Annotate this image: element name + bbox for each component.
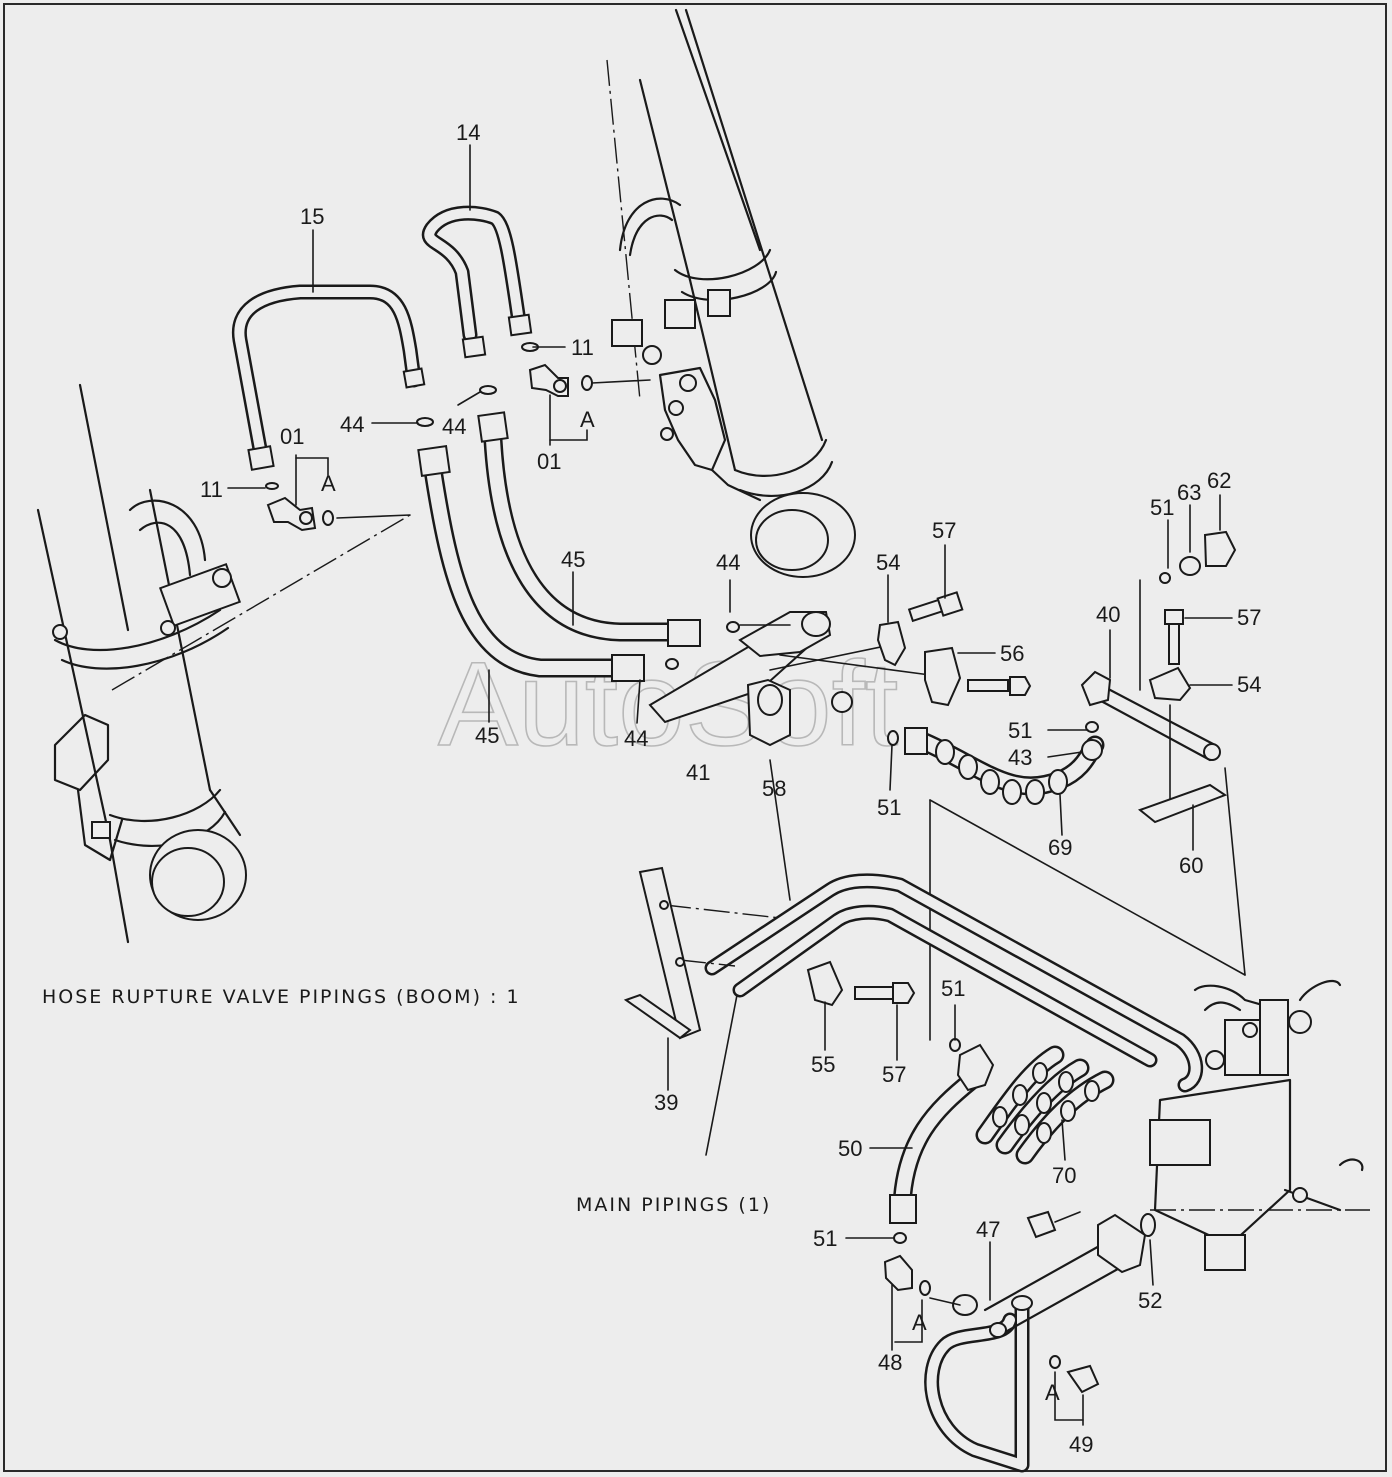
callout-60: 60 bbox=[1179, 853, 1203, 878]
callout-11: 11 bbox=[200, 477, 223, 502]
pipe-47-assembly bbox=[883, 1210, 1156, 1473]
callout-52: 52 bbox=[1138, 1288, 1162, 1313]
callout-51: 51 bbox=[1150, 495, 1174, 520]
callout-57: 57 bbox=[882, 1062, 906, 1087]
bracket-39 bbox=[623, 866, 702, 1040]
pipe-40-assembly bbox=[1080, 530, 1246, 976]
valve-block-41 bbox=[648, 611, 931, 901]
callout-57: 57 bbox=[1237, 605, 1261, 630]
callout-44: 44 bbox=[442, 414, 466, 439]
main-frame-pipes bbox=[664, 873, 1204, 1156]
pipe-14 bbox=[421, 205, 533, 359]
callout-11: 11 bbox=[571, 335, 594, 360]
leader-lines bbox=[227, 144, 1233, 1426]
callout-50: 50 bbox=[838, 1136, 862, 1161]
callout-51: 51 bbox=[877, 795, 901, 820]
callout-45: 45 bbox=[561, 547, 585, 572]
callout-a: A bbox=[912, 1310, 927, 1335]
fitting-01-left bbox=[265, 482, 334, 532]
callout-44: 44 bbox=[340, 412, 364, 437]
caption-hose-rupture-valve-pipings: HOSE RUPTURE VALVE PIPINGS (BOOM) : 1 bbox=[42, 986, 521, 1008]
callout-labels: 14 15 11 11 44 44 44 44 01 01 A A A A 45… bbox=[200, 120, 1261, 1457]
drawing-frame bbox=[3, 3, 1387, 1472]
callout-51: 51 bbox=[813, 1226, 837, 1251]
callout-70: 70 bbox=[1052, 1163, 1076, 1188]
callout-69: 69 bbox=[1048, 835, 1072, 860]
hose-45-pair bbox=[417, 411, 740, 682]
hose-69 bbox=[887, 727, 1246, 1041]
callout-45: 45 bbox=[475, 723, 499, 748]
hoses-70 bbox=[975, 1045, 1115, 1165]
callout-40: 40 bbox=[1096, 602, 1120, 627]
callout-48: 48 bbox=[878, 1350, 902, 1375]
callout-51: 51 bbox=[1008, 718, 1032, 743]
caption-main-pipings: MAIN PIPINGS (1) bbox=[576, 1194, 771, 1216]
callout-54: 54 bbox=[876, 550, 900, 575]
clamp-set-upper bbox=[876, 591, 1032, 707]
callout-47: 47 bbox=[976, 1217, 1000, 1242]
callout-01: 01 bbox=[280, 424, 304, 449]
callout-58: 58 bbox=[762, 776, 786, 801]
callout-a: A bbox=[321, 471, 336, 496]
callout-56: 56 bbox=[1000, 641, 1024, 666]
callout-41: 41 bbox=[686, 760, 710, 785]
pipe-15 bbox=[231, 284, 426, 471]
callout-15: 15 bbox=[300, 204, 324, 229]
callout-a: A bbox=[1045, 1380, 1060, 1405]
callout-51: 51 bbox=[941, 976, 965, 1001]
callout-54: 54 bbox=[1237, 672, 1261, 697]
fitting-01-right bbox=[416, 342, 593, 427]
callout-a: A bbox=[580, 407, 595, 432]
callout-62: 62 bbox=[1207, 468, 1231, 493]
callout-14: 14 bbox=[456, 120, 480, 145]
callout-44: 44 bbox=[716, 550, 740, 575]
callout-57: 57 bbox=[932, 518, 956, 543]
callout-01: 01 bbox=[537, 449, 561, 474]
callout-39: 39 bbox=[654, 1090, 678, 1115]
callout-63: 63 bbox=[1177, 480, 1201, 505]
callout-44: 44 bbox=[624, 726, 648, 751]
right-boom-cylinder bbox=[606, 8, 856, 578]
left-boom-cylinder bbox=[36, 383, 411, 944]
callout-49: 49 bbox=[1069, 1432, 1093, 1457]
callout-55: 55 bbox=[811, 1052, 835, 1077]
callout-43: 43 bbox=[1008, 745, 1032, 770]
hose-50 bbox=[889, 1038, 995, 1244]
control-valve bbox=[1149, 979, 1370, 1271]
clamp-55 bbox=[806, 960, 916, 1007]
